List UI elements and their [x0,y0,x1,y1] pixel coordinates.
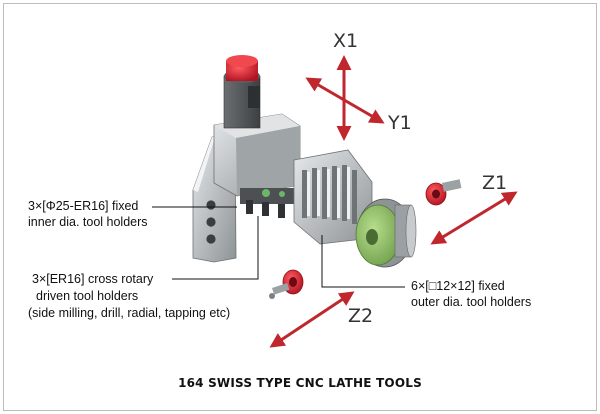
callout-cross-rotary-line1: 3×[ER16] cross rotary [32,272,154,286]
figure-caption: 164 SWISS TYPE CNC LATHE TOOLS [178,376,422,390]
callout-inner-holders-line1: 3×[Φ25-ER16] fixed [28,199,139,213]
axis-label-z1: Z1 [482,172,508,194]
axis-label-y1: Y1 [388,112,412,134]
callout-leader-lines [152,206,405,288]
callout-cross-rotary-line2: driven tool holders [36,289,139,303]
axis-label-x1: X1 [333,30,359,52]
callout-outer-holders-line2: outer dia. tool holders [411,295,532,309]
axis-label-z2: Z2 [348,305,374,327]
z2-collet [269,269,304,299]
axis-y1-arrow [305,77,385,124]
callout-cross-rotary-line3: (side milling, drill, radial, tapping et… [28,306,231,320]
axis-z2-arrow [269,291,355,348]
callout-inner-holders-line2: inner dia. tool holders [28,215,148,229]
drive-motor [223,55,261,129]
callout-outer-holders-line1: 6×[□12×12] fixed [411,279,505,293]
axis-z1-arrow [430,191,518,245]
cross-rotary-disc [355,198,417,268]
z1-collet [425,179,462,206]
